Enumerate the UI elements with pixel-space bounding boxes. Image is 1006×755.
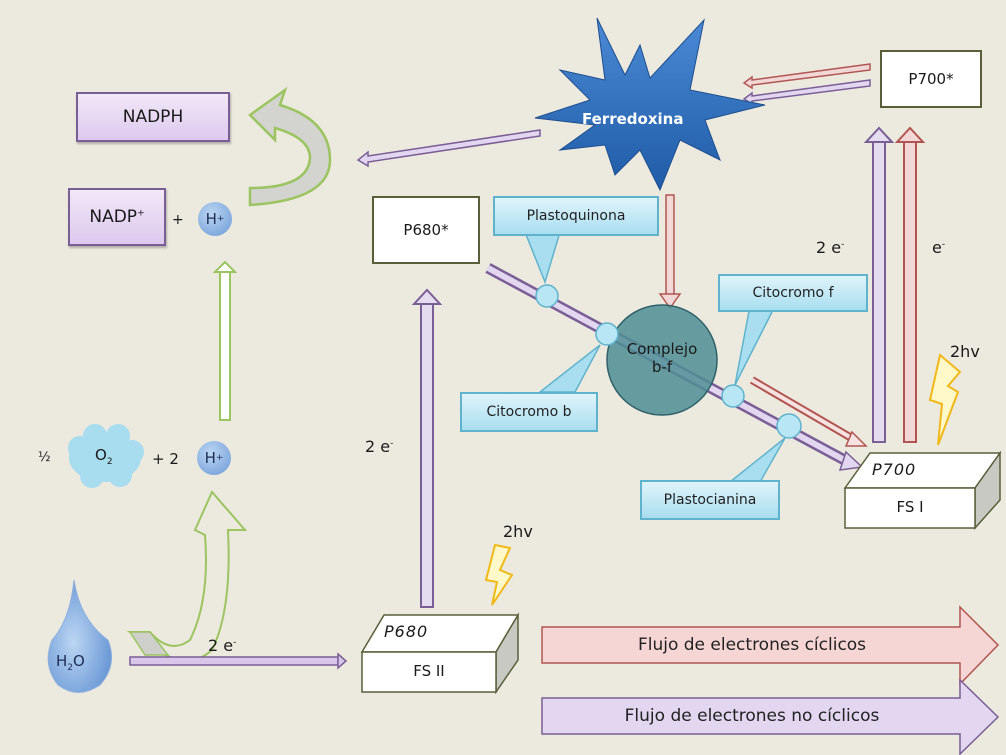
- noncyclic-arrow-ferredoxina-nadph: [356, 129, 541, 168]
- cyclic-arrow-p700-ferredoxina: [742, 63, 871, 90]
- light-fs2-label: 2hv: [503, 522, 533, 541]
- proton-up-arrow: [212, 260, 238, 421]
- two-electrons-fs1: 2 e-: [816, 238, 845, 257]
- p680-star-label: P680*: [403, 221, 449, 239]
- water-split-arrow: [126, 490, 248, 662]
- plastocianina-callout-tail: [727, 437, 786, 483]
- cyclic-arrow-complejo-fs1: [749, 376, 868, 447]
- lightning-fs1-icon: [928, 353, 962, 446]
- plus-two-label: + 2: [152, 450, 179, 468]
- plastocianina-callout: Plastocianina: [640, 480, 780, 520]
- citocromo-b-callout: Citocromo b: [460, 392, 598, 432]
- lightning-fs2-icon: [484, 543, 514, 606]
- fs1-label: FS I: [896, 498, 924, 516]
- proton-h-bottom: H+: [197, 441, 231, 475]
- p700-star-label: P700*: [908, 70, 954, 88]
- plastoquinona-callout: Plastoquinona: [493, 196, 659, 236]
- citocromo-f-callout: Citocromo f: [718, 274, 868, 312]
- fs2-box: [360, 612, 520, 695]
- electron-arrow-h2o-fs2: [129, 652, 348, 670]
- ferredoxina-label: Ferredoxina: [582, 110, 684, 128]
- citocromo-f-callout-tail: [734, 305, 777, 386]
- legend-noncyclic-label: Flujo de electrones no cíclicos: [624, 706, 880, 726]
- fs2-label: FS II: [413, 662, 445, 680]
- legend-cyclic-label: Flujo de electrones cíclicos: [637, 635, 867, 655]
- complejo-bf-circle: [606, 304, 718, 416]
- light-fs1-label: 2hv: [950, 342, 980, 361]
- citocromo-b-dot: [595, 322, 619, 346]
- oxygen-cloud: [68, 424, 144, 488]
- nadp-label: NADP+: [89, 207, 145, 227]
- p680-star-box: P680*: [372, 196, 480, 264]
- two-electrons-h2o: 2 e-: [208, 636, 237, 655]
- plastoquinona-dot: [535, 284, 559, 308]
- citocromo-b-callout-tail: [537, 344, 601, 393]
- fs2-p680-label: P680: [384, 622, 429, 641]
- legend-cyclic-arrow: [541, 605, 1000, 686]
- citocromo-f-dot: [721, 384, 745, 408]
- plastoquinona-callout-tail: [523, 231, 562, 285]
- water-label: H2O: [56, 652, 85, 673]
- cyclic-arrow-ferredoxina-complejo: [658, 194, 682, 310]
- proton-h-top: H+: [198, 202, 232, 236]
- electron-arrow-fs1-p700-cyclic: [894, 126, 926, 443]
- water-droplet: [47, 579, 113, 693]
- p700-star-box: P700*: [880, 50, 982, 108]
- fs1-box: [843, 450, 1002, 530]
- legend-noncyclic-arrow: [541, 678, 1000, 755]
- plastocianina-dot: [776, 413, 802, 439]
- electron-arrow-fs2-p680: [411, 288, 443, 608]
- plus-sign: +: [172, 212, 184, 228]
- two-electrons-fs2: 2 e-: [365, 437, 394, 456]
- nadp-box: NADP+: [68, 188, 166, 246]
- oxygen-label: O2: [95, 446, 113, 467]
- electron-fs1-cyclic: e-: [932, 238, 946, 257]
- fs1-p700-label: P700: [872, 460, 917, 479]
- proton-curved-arrow-nadph: [248, 86, 332, 207]
- nadph-box: NADPH: [76, 92, 230, 142]
- half-coefficient: ½: [38, 450, 51, 465]
- electron-arrow-fs1-p700-noncyclic: [863, 126, 895, 443]
- nadph-label: NADPH: [122, 107, 184, 127]
- ferredoxina-star: [534, 17, 766, 192]
